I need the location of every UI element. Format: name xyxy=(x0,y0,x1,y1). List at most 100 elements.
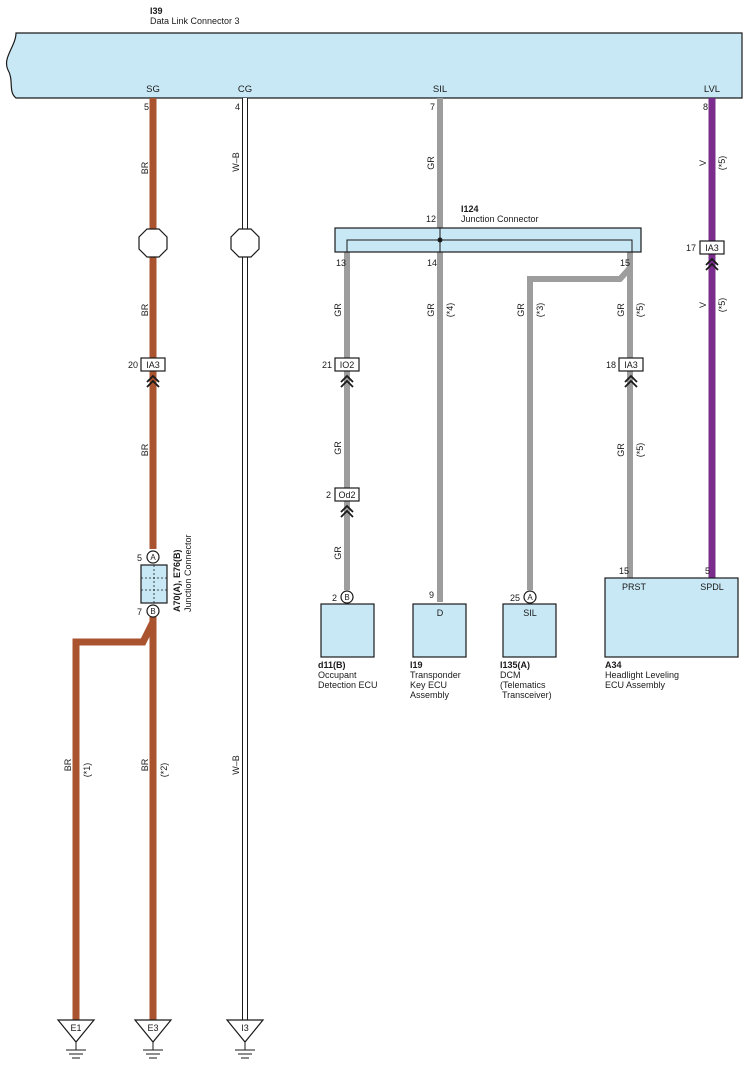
wire-color-label: W–B xyxy=(231,755,241,775)
component-code: A34 xyxy=(605,660,622,670)
wire-note: (*3) xyxy=(535,303,545,318)
pin-number: 8 xyxy=(703,102,708,112)
connector-code: IA3 xyxy=(624,360,638,370)
component-name-line: DCM xyxy=(500,670,521,680)
junction-connector-a70: 5 A 7 B A70(A), E76(B) Junction Connecto… xyxy=(137,534,193,618)
component-occupant-detection-ecu: 2 B d11(B) Occupant Detection ECU xyxy=(318,590,378,690)
component-body xyxy=(604,577,739,658)
connector-letter-circle xyxy=(146,550,160,564)
component-name-line: Assembly xyxy=(410,690,450,700)
connector-code: Od2 xyxy=(338,490,355,500)
pin-number: 2 xyxy=(332,593,337,603)
wire-color-label: GR xyxy=(333,441,343,455)
pin-number: 5 xyxy=(705,566,710,576)
ground-label: I3 xyxy=(241,1023,249,1033)
wire-color-label: GR xyxy=(426,303,436,317)
ground-label: E3 xyxy=(147,1023,158,1033)
pin-number: 2 xyxy=(326,490,331,500)
wire-note: (*5) xyxy=(717,298,727,313)
inline-connector-ia3-mid: 18 IA3 xyxy=(606,357,644,388)
component-name-line: Transponder xyxy=(410,670,461,680)
component-name-line: Transceiver) xyxy=(502,690,552,700)
junction-connector-i124: I124 Junction Connector 12 13 14 15 xyxy=(334,204,642,268)
ground-label: E1 xyxy=(70,1023,81,1033)
junction-node xyxy=(437,237,443,243)
connector-letter-circle xyxy=(523,590,537,604)
pin-number: 7 xyxy=(137,607,142,617)
splice-point-br xyxy=(138,228,168,258)
junction-name: Junction Connector xyxy=(183,534,193,612)
pin-number: 5 xyxy=(144,102,149,112)
junction-code: I124 xyxy=(461,204,479,214)
dlc3-terminal-sg: SG xyxy=(146,84,160,95)
wire-color-label: BR xyxy=(140,161,150,174)
wire-note: (*2) xyxy=(159,763,169,778)
wire-color-label: GR xyxy=(516,303,526,317)
wire-color-label: V xyxy=(698,160,708,166)
connector-arrow-icon xyxy=(624,374,638,388)
wire-color-label: BR xyxy=(140,758,150,771)
wire-note: (*4) xyxy=(445,303,455,318)
wire-color-label: BR xyxy=(140,303,150,316)
component-name-line: Headlight Leveling xyxy=(605,670,679,680)
wire-color-label: BR xyxy=(140,443,150,456)
terminal-label: SIL xyxy=(523,608,537,618)
wire-color-label: GR xyxy=(333,303,343,317)
junction-name: Junction Connector xyxy=(461,214,539,224)
component-body xyxy=(320,603,375,658)
pin-number: 20 xyxy=(128,360,138,370)
component-dcm-telematics: 25 A SIL I135(A) DCM (Telematics Transce… xyxy=(500,590,557,700)
component-body xyxy=(412,603,467,658)
connector-arrow-icon xyxy=(146,374,160,388)
wire-labels: BR BR BR BR (*1) BR (*2) W–B W–B GR GR G… xyxy=(63,152,727,777)
dlc3-terminal-sil: SIL xyxy=(433,84,447,95)
wire-note: (*5) xyxy=(635,303,645,318)
component-code: I19 xyxy=(410,660,423,670)
connector-code: IA3 xyxy=(705,243,719,253)
dlc3-code: I39 xyxy=(150,6,163,16)
wire-color-label: V xyxy=(698,302,708,308)
connector-letter-circle xyxy=(340,590,354,604)
terminal-label: PRST xyxy=(622,582,647,592)
connector-letter: B xyxy=(344,593,349,602)
pin-number: 5 xyxy=(137,553,142,563)
inline-connector-ia3-left: 20 IA3 xyxy=(128,357,166,388)
component-name-line: Detection ECU xyxy=(318,680,378,690)
dlc3-terminal-cg: CG xyxy=(238,84,252,95)
pin-number: 17 xyxy=(686,243,696,253)
ground-e3: E3 xyxy=(133,1019,173,1059)
wire-color-label: GR xyxy=(333,546,343,560)
wire-br xyxy=(72,98,157,1020)
connector-arrow-icon xyxy=(340,504,354,518)
pin-number: 13 xyxy=(336,258,346,268)
pin-number: 15 xyxy=(619,566,629,576)
component-code: d11(B) xyxy=(318,660,346,670)
ground-e1: E1 xyxy=(56,1019,96,1059)
wire-color-label: W–B xyxy=(231,152,241,172)
ground-i3: I3 xyxy=(225,1019,265,1059)
junction-body xyxy=(140,564,168,604)
wire-color-label: GR xyxy=(426,156,436,170)
inline-connector-od2: 2 Od2 xyxy=(326,487,360,518)
pin-number: 25 xyxy=(510,593,520,603)
splice-point-wb xyxy=(230,228,260,258)
pin-number: 12 xyxy=(426,214,436,224)
pin-number: 9 xyxy=(429,590,434,600)
component-headlight-leveling-ecu: 15 5 PRST SPDL A34 Headlight Leveling EC… xyxy=(604,566,739,690)
connector-letter: A xyxy=(150,553,156,562)
wire-gr xyxy=(344,98,633,602)
terminal-label: D xyxy=(437,608,444,618)
pin-number: 15 xyxy=(620,258,630,268)
junction-bus xyxy=(346,239,633,252)
connector-code: IO2 xyxy=(340,360,355,370)
component-name-line: (Telematics xyxy=(500,680,546,690)
pin-number: 4 xyxy=(235,102,240,112)
junction-code: A70(A), E76(B) xyxy=(172,549,182,612)
connector-arrow-icon xyxy=(340,374,354,388)
component-name-line: ECU Assembly xyxy=(605,680,666,690)
pin-number: 7 xyxy=(430,102,435,112)
pin-number: 18 xyxy=(606,360,616,370)
dlc3-name: Data Link Connector 3 xyxy=(150,16,240,26)
component-name-line: Key ECU xyxy=(410,680,447,690)
